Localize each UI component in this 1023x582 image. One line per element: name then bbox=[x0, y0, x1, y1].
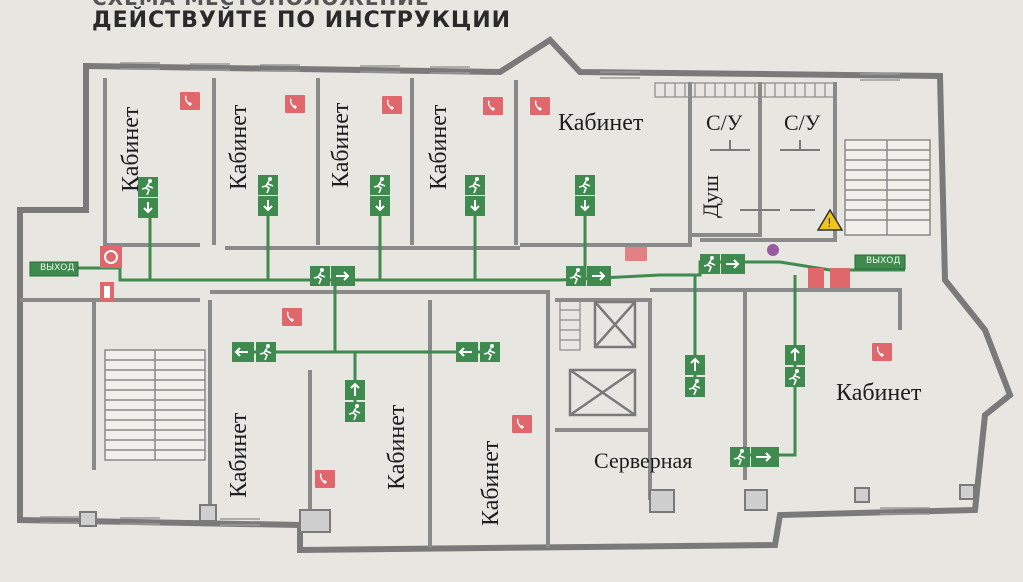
fire-equipment: ! bbox=[100, 208, 850, 302]
server-room-label: Серверная bbox=[594, 448, 693, 473]
room-label-6: Кабинет bbox=[226, 412, 252, 498]
exit-sign-left: ВЫХОД bbox=[40, 263, 75, 273]
room-label-8: Кабинет bbox=[478, 440, 504, 526]
walls bbox=[17, 36, 1014, 554]
route-signs bbox=[137, 174, 806, 468]
exit-sign-right: ВЫХОД bbox=[866, 256, 901, 266]
toilet-fixtures bbox=[710, 140, 820, 211]
room-label-2: Кабинет bbox=[226, 104, 252, 190]
room-label-1: Кабинет bbox=[118, 106, 144, 192]
room-label-3: Кабинет bbox=[328, 102, 354, 188]
stairs-left bbox=[104, 349, 206, 461]
shower-label: Душ bbox=[698, 175, 723, 218]
exit-signs bbox=[29, 254, 906, 277]
room-label-4: Кабинет bbox=[426, 104, 452, 190]
header-line-2: ДЕЙСТВУЙТЕ ПО ИНСТРУКЦИИ bbox=[92, 8, 512, 33]
room-label-9: Кабинет bbox=[836, 380, 922, 406]
ventilation bbox=[559, 82, 836, 351]
room-label-5: Кабинет bbox=[558, 110, 644, 136]
windows bbox=[40, 62, 930, 526]
wc-label-1: С/У bbox=[706, 110, 743, 135]
stairs-right bbox=[844, 139, 931, 236]
svg-text:!: ! bbox=[827, 216, 832, 230]
elevators bbox=[568, 300, 637, 417]
interior-walls bbox=[20, 78, 902, 548]
room-label-7: Кабинет bbox=[384, 404, 410, 490]
wc-label-2: С/У bbox=[784, 110, 821, 135]
header-line-1: СХЕМА МЕСТОПОЛОЖЕНИЕ bbox=[92, 0, 430, 10]
columns bbox=[79, 484, 975, 533]
